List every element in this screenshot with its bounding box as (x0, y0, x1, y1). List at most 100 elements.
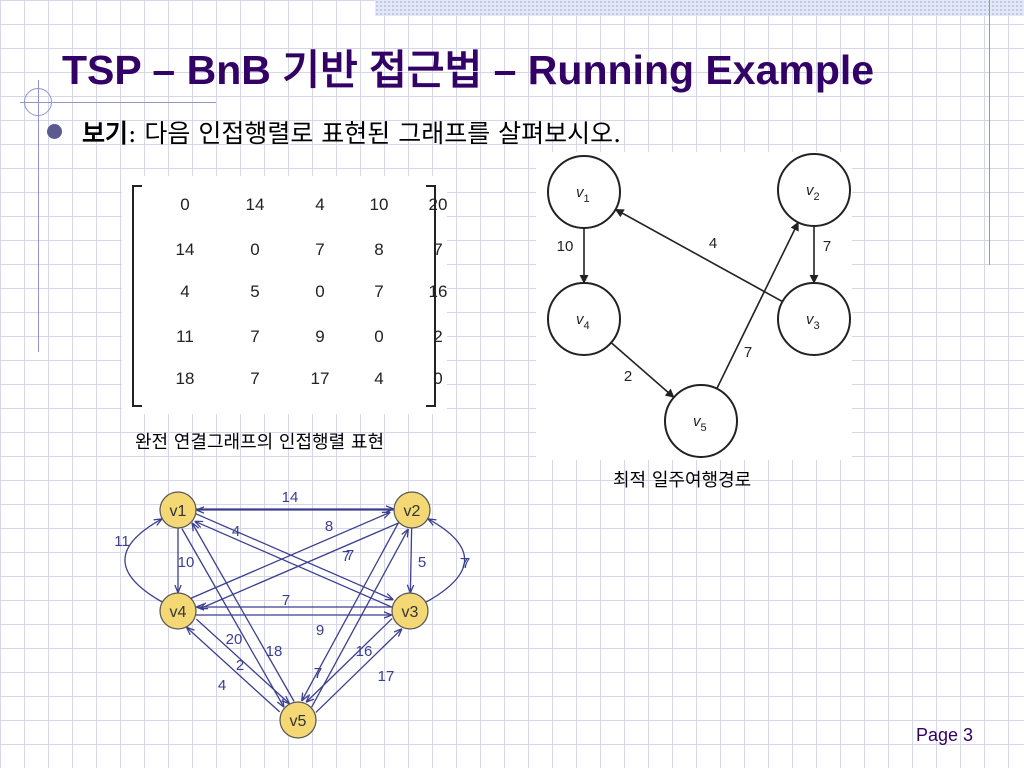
graph-edge-label: 10 (178, 554, 195, 571)
graph-edge-v1-v3 (194, 512, 393, 599)
tour-edge-label: 4 (709, 235, 717, 252)
graph-edge-label: 14 (282, 489, 299, 506)
tour-node-label-base: v (576, 311, 585, 328)
tour-node-label-base: v (576, 184, 585, 201)
matrix-cell: 2 (433, 327, 443, 346)
graph-edge-v5-v3 (315, 629, 401, 713)
graph-edge-v2-v4 (200, 521, 401, 608)
bullet-label: 보기 (82, 119, 129, 148)
graph-node-v4 (159, 592, 197, 630)
tour-edge-v5-v2 (716, 221, 799, 390)
graph-edge-v5-v2 (311, 530, 408, 708)
tour-edge-v4-v5 (610, 342, 675, 398)
graph-edge-v5-v1 (192, 523, 295, 702)
graph-edge-label: 16 (356, 643, 373, 660)
tour-node-label-sub: 2 (814, 191, 820, 203)
tour-node-v3 (777, 282, 851, 356)
matrix-cell: 7 (374, 282, 384, 301)
graph-edge-v4-v1 (124, 519, 162, 603)
graph-edge-label: 5 (418, 554, 426, 571)
matrix-cell: 14 (175, 240, 195, 259)
graph-edge-v5-v4 (187, 628, 281, 713)
matrix-panel (122, 176, 447, 414)
graph-edge-label: 7 (346, 547, 354, 564)
matrix-cell: 4 (180, 282, 190, 301)
matrix-cell: 11 (176, 327, 194, 346)
tour-node-label: v2 (806, 182, 820, 203)
deco-vertical-line-left (38, 80, 39, 352)
matrix-cell: 5 (250, 282, 260, 301)
tour-node-label-base: v (806, 311, 815, 328)
deco-vertical-line-right (989, 0, 990, 265)
matrix-left-bracket (132, 185, 142, 407)
tour-node-label-sub: 3 (814, 320, 820, 332)
tour-node-label: v1 (576, 184, 590, 205)
tour-edge-label: 2 (624, 368, 632, 385)
tour-node-label-sub: 5 (701, 422, 707, 434)
tour-edge-label: 7 (823, 238, 831, 255)
graph-node-label: v2 (404, 503, 421, 520)
tour-edge-label: 10 (557, 238, 574, 255)
matrix-right-bracket (426, 185, 436, 407)
matrix-cell: 7 (250, 327, 260, 346)
graph-node-label: v3 (402, 604, 419, 621)
tour-node-label-base: v (693, 413, 702, 430)
graph-edge-label: 7 (342, 548, 350, 565)
matrix-cell: 16 (428, 282, 448, 301)
tour-edge-v3-v1 (614, 208, 783, 303)
graph-edge-label: 7 (314, 665, 322, 682)
tour-node-label: v4 (576, 311, 590, 332)
graph-edge-v4-v2 (189, 513, 390, 600)
matrix-cell: 0 (250, 240, 260, 259)
graph-edge-label: 7 (462, 555, 470, 572)
matrix-cell: 18 (175, 369, 195, 388)
matrix-cell: 0 (180, 195, 190, 214)
tour-node-v2 (777, 153, 851, 227)
graph-edge-label: 7 (282, 592, 290, 609)
header-pattern-band (375, 0, 1024, 16)
tour-node-v4 (547, 282, 621, 356)
bullet-text: 보기: 다음 인접행렬로 표현된 그래프를 살펴보시오. (82, 114, 621, 150)
matrix-cell: 4 (315, 195, 325, 214)
matrix-cell: 10 (369, 195, 389, 214)
matrix-cell: 14 (245, 195, 265, 214)
matrix-cell: 20 (428, 195, 448, 214)
graph-edge-label: 4 (218, 677, 226, 694)
tour-node-label-sub: 4 (584, 320, 590, 332)
matrix-cell: 4 (374, 369, 384, 388)
matrix-cell: 0 (433, 369, 443, 388)
tour-edge-label: 7 (744, 344, 752, 361)
graph-edge-label: 2 (236, 657, 244, 674)
graph-edge-label: 4 (232, 523, 240, 540)
tour-node-label: v5 (693, 413, 707, 434)
graph-node-v2 (393, 491, 431, 529)
tour-node-label-base: v (806, 182, 815, 199)
matrix-cell: 0 (374, 327, 384, 346)
graph-edge-v1-v5 (181, 528, 284, 707)
graph-edge-label: 8 (325, 518, 333, 535)
graph-edge-v2-v3 (410, 527, 411, 592)
graph-edge-label: 7 (314, 665, 322, 682)
matrix-cell: 9 (315, 327, 325, 346)
matrix-cell: 8 (374, 240, 384, 259)
bullet-dot (47, 124, 62, 139)
graph-edge-v2-v5 (302, 522, 399, 700)
graph-edge-label: 20 (226, 631, 243, 648)
graph-edge-v3-v5 (307, 618, 393, 702)
graph-node-label: v5 (290, 713, 307, 730)
graph-edge-label: 18 (266, 643, 283, 660)
deco-horizontal-line-left (20, 102, 216, 103)
graph-edge-v3-v1 (195, 522, 394, 609)
tour-node-label: v3 (806, 311, 820, 332)
deco-circle (24, 88, 52, 116)
matrix-caption: 완전 연결그래프의 인접행렬 표현 (135, 432, 385, 453)
matrix-cell: 7 (315, 240, 325, 259)
matrix-cell: 7 (250, 369, 260, 388)
graph-node-v5 (279, 701, 317, 739)
graph-edge-v4-v5 (195, 618, 289, 703)
tour-caption: 최적 일주여행경로 (613, 470, 752, 491)
graph-edge-v3-v2 (425, 519, 466, 603)
graph-node-v1 (159, 491, 197, 529)
